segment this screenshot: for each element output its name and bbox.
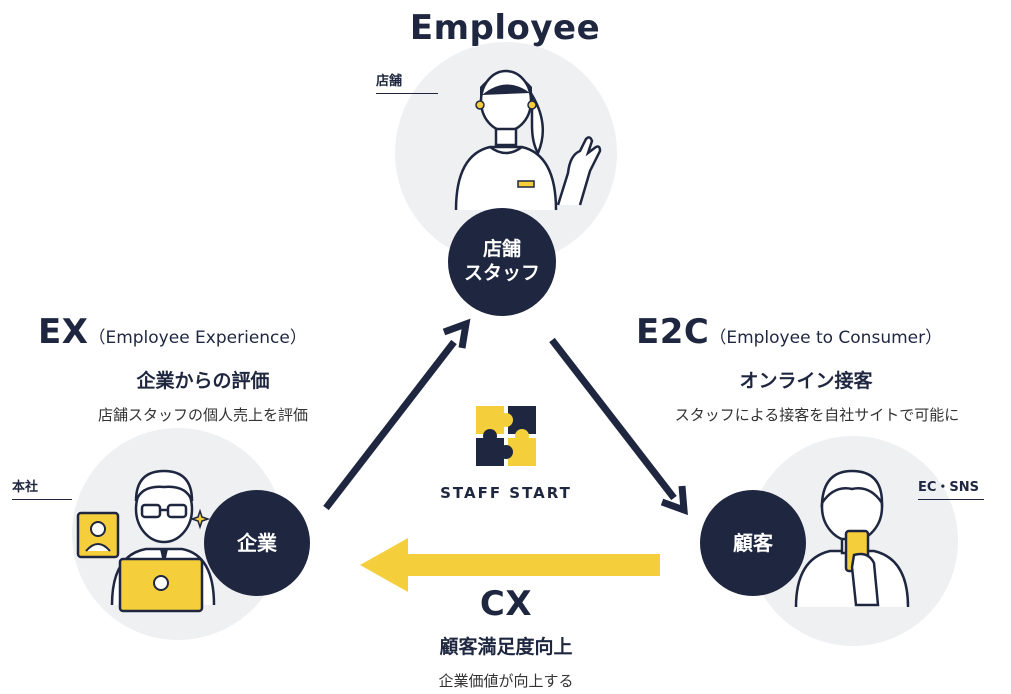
store-staff-badge-line2: スタッフ [463, 262, 540, 284]
headquarters-tag-label: 本社 [12, 480, 39, 495]
company-badge-label: 企業 [237, 530, 277, 555]
ec-sns-tag-label: EC・SNS [918, 480, 980, 495]
e2c-title: E2C [636, 312, 710, 352]
store-tag-label: 店舗 [376, 74, 403, 89]
store-staff-illustration [454, 69, 602, 211]
employee-title: Employee [409, 8, 601, 48]
ec-sns-tag: EC・SNS [918, 476, 984, 500]
staff-start-logo-icon [476, 406, 536, 466]
e2c-heading: E2C（Employee to Consumer） [636, 312, 1006, 352]
headquarters-illustration [76, 469, 216, 613]
ex-title-sub: （Employee Experience） [88, 328, 307, 348]
staff-start-logo-text: STAFF START [440, 484, 572, 502]
ex-heading: EX（Employee Experience） [38, 312, 368, 352]
store-tag-line [376, 93, 438, 94]
ec-sns-tag-line [918, 499, 984, 500]
store-staff-badge-line1: 店舗 [482, 238, 521, 261]
store-tag: 店舗 [376, 70, 438, 94]
customer-illustration [794, 469, 910, 608]
customer-badge: 顧客 [700, 490, 806, 596]
e2c-subtitle: オンライン接客 [739, 370, 873, 392]
store-staff-badge: 店舗 スタッフ [448, 208, 556, 316]
cx-title: CX [479, 584, 533, 624]
e2c-description: スタッフによる接客を自社サイトで可能に [674, 406, 960, 424]
e2c-title-sub: （Employee to Consumer） [709, 328, 943, 348]
ex-description: 店舗スタッフの個人売上を評価 [97, 406, 308, 424]
customer-badge-label: 顧客 [733, 530, 773, 555]
ex-subtitle: 企業からの評価 [136, 370, 270, 392]
cx-description: 企業価値が向上する [438, 672, 574, 690]
ex-title: EX [38, 312, 89, 352]
headquarters-tag: 本社 [12, 476, 72, 500]
cx-subtitle: 顧客満足度向上 [439, 636, 573, 658]
company-badge: 企業 [204, 490, 310, 596]
headquarters-tag-line [12, 499, 72, 500]
